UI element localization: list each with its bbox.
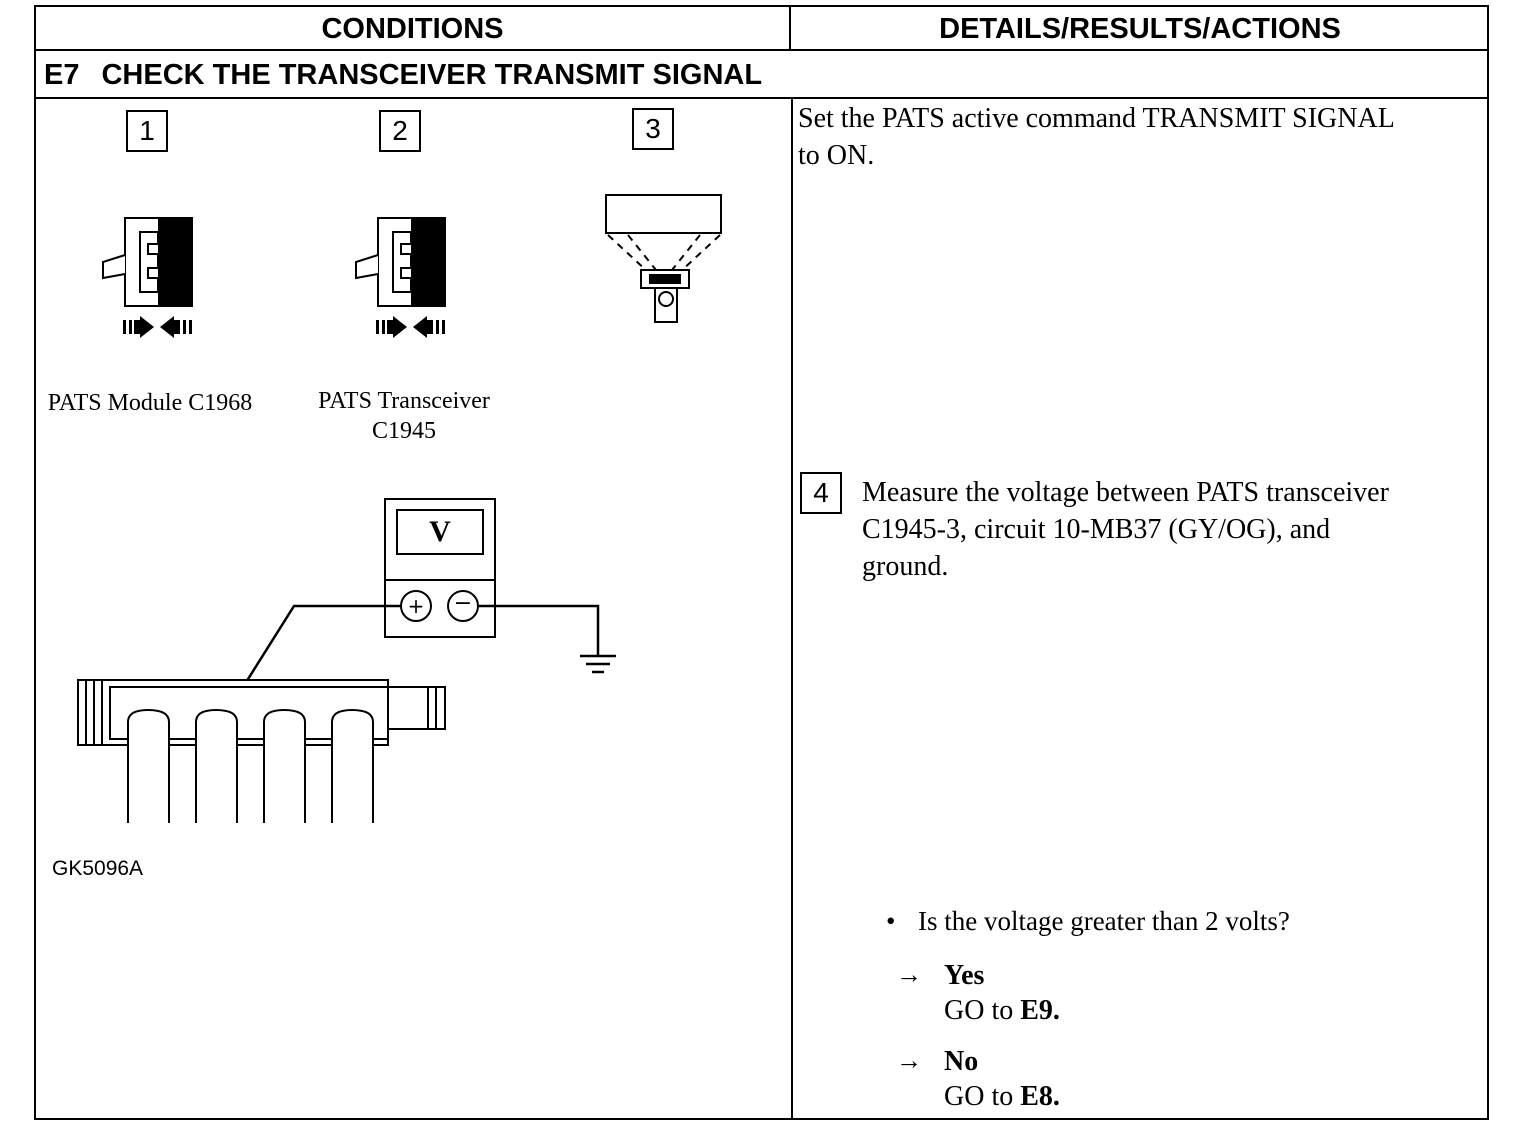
connector-disconnect-icon-2 [355, 217, 446, 338]
yes-arrow-icon: → [896, 960, 922, 989]
diagnostic-table: CONDITIONS DETAILS/RESULTS/ACTIONS E7 CHE… [34, 5, 1489, 1120]
no-arrow-icon: → [896, 1046, 922, 1075]
question-bullet: • [886, 906, 896, 936]
instruction-4-line2: C1945-3, circuit 10-MB37 (GY/OG), and [862, 514, 1331, 545]
transceiver-label-line1: PATS Transceiver [318, 388, 490, 414]
step-4-callout: 4 [800, 472, 842, 514]
plus-terminal-label: + [407, 594, 425, 618]
details-header: DETAILS/RESULTS/ACTIONS [791, 7, 1489, 51]
instruction-4-line1: Measure the voltage between PATS transce… [862, 477, 1389, 508]
question-text: Is the voltage greater than 2 volts? [918, 906, 1290, 936]
no-label: No [944, 1046, 979, 1077]
instruction-1-line1: Set the PATS active command TRANSMIT SIG… [798, 103, 1395, 134]
yes-target[interactable]: E9. [1020, 995, 1060, 1026]
column-divider [791, 99, 793, 1120]
instruction-1-line2: to ON. [798, 140, 875, 171]
no-target[interactable]: E8. [1020, 1081, 1060, 1112]
meter-display-symbol: V [429, 515, 451, 548]
yes-action: GO to E9. [944, 995, 1060, 1026]
scan-tool-icon [605, 194, 722, 323]
instruction-4-line3: ground. [862, 551, 949, 582]
figure-id: GK5096A [52, 857, 144, 880]
connector-disconnect-icon-1 [102, 217, 193, 338]
minus-terminal-label: − [453, 591, 473, 616]
ground-icon [580, 654, 616, 674]
step-code: E7 [44, 59, 80, 91]
voltmeter-icon [384, 498, 496, 638]
step-title: CHECK THE TRANSCEIVER TRANSMIT SIGNAL [101, 59, 763, 91]
callout-2: 2 [379, 110, 421, 152]
callout-3: 3 [632, 108, 674, 150]
transceiver-label-line2: C1945 [371, 418, 436, 444]
conditions-header: CONDITIONS [36, 7, 791, 51]
transceiver-connector-icon [77, 679, 446, 823]
yes-label: Yes [944, 960, 985, 991]
step-title-row: E7 CHECK THE TRANSCEIVER TRANSMIT SIGNAL [36, 51, 1487, 99]
module-label: PATS Module C1968 [47, 390, 253, 416]
no-action: GO to E8. [944, 1081, 1060, 1112]
callout-1: 1 [126, 110, 168, 152]
